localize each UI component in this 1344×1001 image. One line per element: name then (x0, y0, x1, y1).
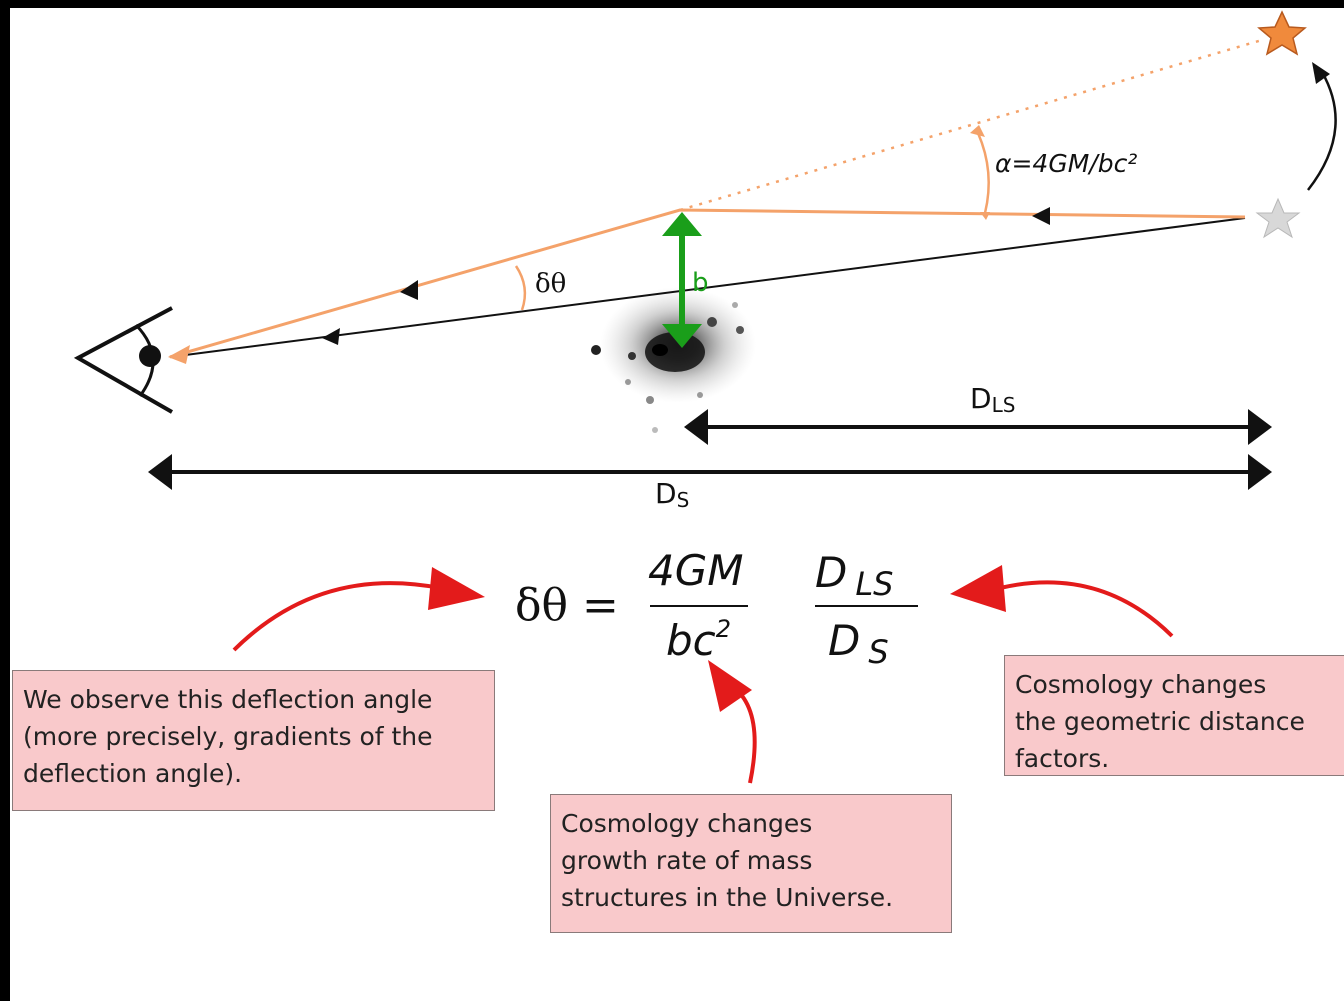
d-s-label: DS (655, 477, 689, 512)
callout-growth-rate: Cosmology changes growth rate of mass st… (550, 794, 952, 933)
callout-arrow-right (950, 565, 1174, 638)
delta-theta-arc (514, 265, 527, 311)
eye-icon (73, 306, 173, 414)
callout-arrow-middle (708, 660, 757, 784)
star-icon (1255, 197, 1301, 239)
ray-direction-arrow (400, 280, 418, 300)
star-icon (1257, 10, 1307, 56)
callout-distance-factors: Cosmology changes the geometric distance… (1004, 655, 1344, 776)
apparent-shift-arrow (1307, 71, 1337, 191)
d-ls-label: DLS (970, 382, 1015, 417)
callout-arrow-left (232, 567, 485, 652)
alpha-angle-arc (976, 132, 990, 214)
alpha-label: α=4GM/bc² (995, 149, 1137, 178)
d-ls-arrow (684, 409, 1272, 445)
delta-theta-label: δθ (535, 269, 566, 299)
true-line-of-sight (169, 217, 1246, 358)
equation-frac1-numerator: 4GM (648, 546, 744, 595)
deflected-light-path (169, 208, 1246, 359)
callout-deflection-angle: We observe this deflection angle (more p… (12, 670, 495, 811)
apparent-shift-arrowhead (1312, 62, 1330, 84)
galaxy-icon (591, 287, 756, 433)
equation-frac1-denominator: bc2 (666, 615, 731, 665)
impact-parameter-label: b (692, 268, 709, 298)
ray-direction-arrow (168, 345, 190, 364)
apparent-direction-line (679, 38, 1263, 212)
ray-direction-arrow (1032, 207, 1050, 225)
impact-parameter-arrow (662, 212, 702, 348)
alpha-arc-arrowhead (970, 125, 985, 137)
d-s-arrow (148, 454, 1272, 490)
alpha-arc-arrowhead (980, 212, 990, 220)
ray-direction-arrow (322, 328, 340, 345)
equation-lhs: δθ = (515, 580, 619, 631)
